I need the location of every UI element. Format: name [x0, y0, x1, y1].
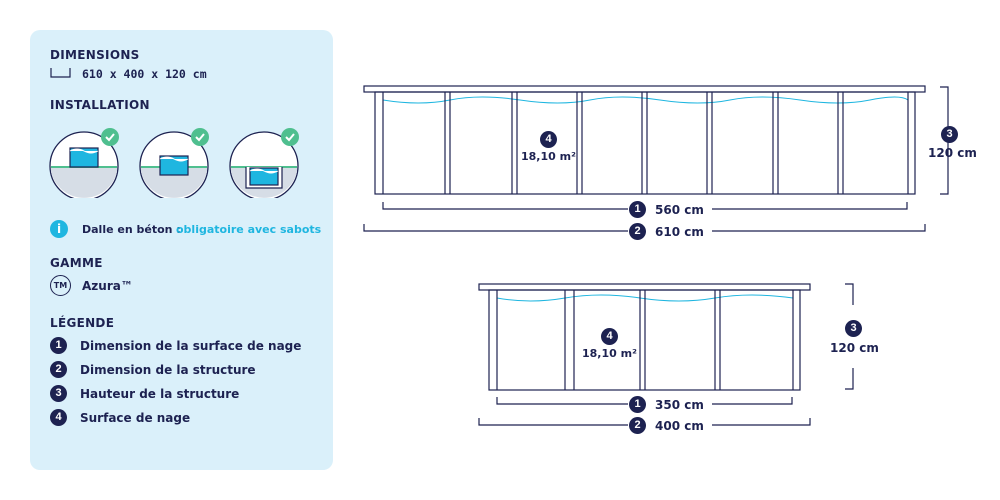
legend-num-4: 4: [50, 409, 67, 426]
installation-title: INSTALLATION: [50, 98, 150, 112]
height-value-top: 120 cm: [928, 146, 977, 160]
legend-label-1: Dimension de la surface de nage: [80, 339, 302, 353]
pool-semi-buried-icon: [139, 128, 209, 198]
legend-num-3: 3: [50, 385, 67, 402]
dimensions-title: DIMENSIONS: [50, 48, 140, 62]
legend-label-3: Hauteur de la structure: [80, 387, 240, 401]
dalle-value: obligatoire avec sabots: [176, 223, 322, 236]
check-icon: [281, 128, 299, 146]
height-num-top: 3: [941, 126, 958, 143]
check-icon: [101, 128, 119, 146]
legend-label-2: Dimension de la structure: [80, 363, 256, 377]
legend-label-4: Surface de nage: [80, 411, 191, 425]
surface-num-top: 4: [540, 131, 557, 148]
swim-value-top: 560 cm: [655, 203, 704, 217]
struct-num-bottom: 2: [629, 417, 646, 434]
dimension-icon: [50, 68, 71, 78]
surface-value-bottom: 18,10 m²: [582, 347, 637, 360]
gamme-title: GAMME: [50, 256, 103, 270]
height-num-bottom: 3: [845, 320, 862, 337]
swim-num-top: 1: [629, 201, 646, 218]
struct-value-top: 610 cm: [655, 225, 704, 239]
legende-title: LÉGENDE: [50, 316, 115, 330]
gamme-value: Azura™: [82, 279, 133, 293]
info-icon: i: [50, 220, 68, 238]
struct-num-top: 2: [629, 223, 646, 240]
info-panel: DIMENSIONS 610 x 400 x 120 cm INSTALLATI…: [30, 30, 333, 470]
struct-value-bottom: 400 cm: [655, 419, 704, 433]
surface-num-bottom: 4: [601, 328, 618, 345]
pool-small-elevation: [478, 283, 854, 426]
height-value-bottom: 120 cm: [830, 341, 879, 355]
pool-buried-icon: [229, 128, 299, 198]
trademark-icon: TM: [50, 275, 71, 296]
swim-num-bottom: 1: [629, 396, 646, 413]
dalle-label: Dalle en béton :: [82, 223, 181, 236]
surface-value-top: 18,10 m²: [521, 150, 576, 163]
legend-num-2: 2: [50, 361, 67, 378]
pool-above-ground-icon: [49, 128, 119, 198]
swim-value-bottom: 350 cm: [655, 398, 704, 412]
dimensions-value: 610 x 400 x 120 cm: [82, 67, 207, 81]
pool-large-elevation: [363, 85, 949, 232]
legend-num-1: 1: [50, 337, 67, 354]
check-icon: [191, 128, 209, 146]
